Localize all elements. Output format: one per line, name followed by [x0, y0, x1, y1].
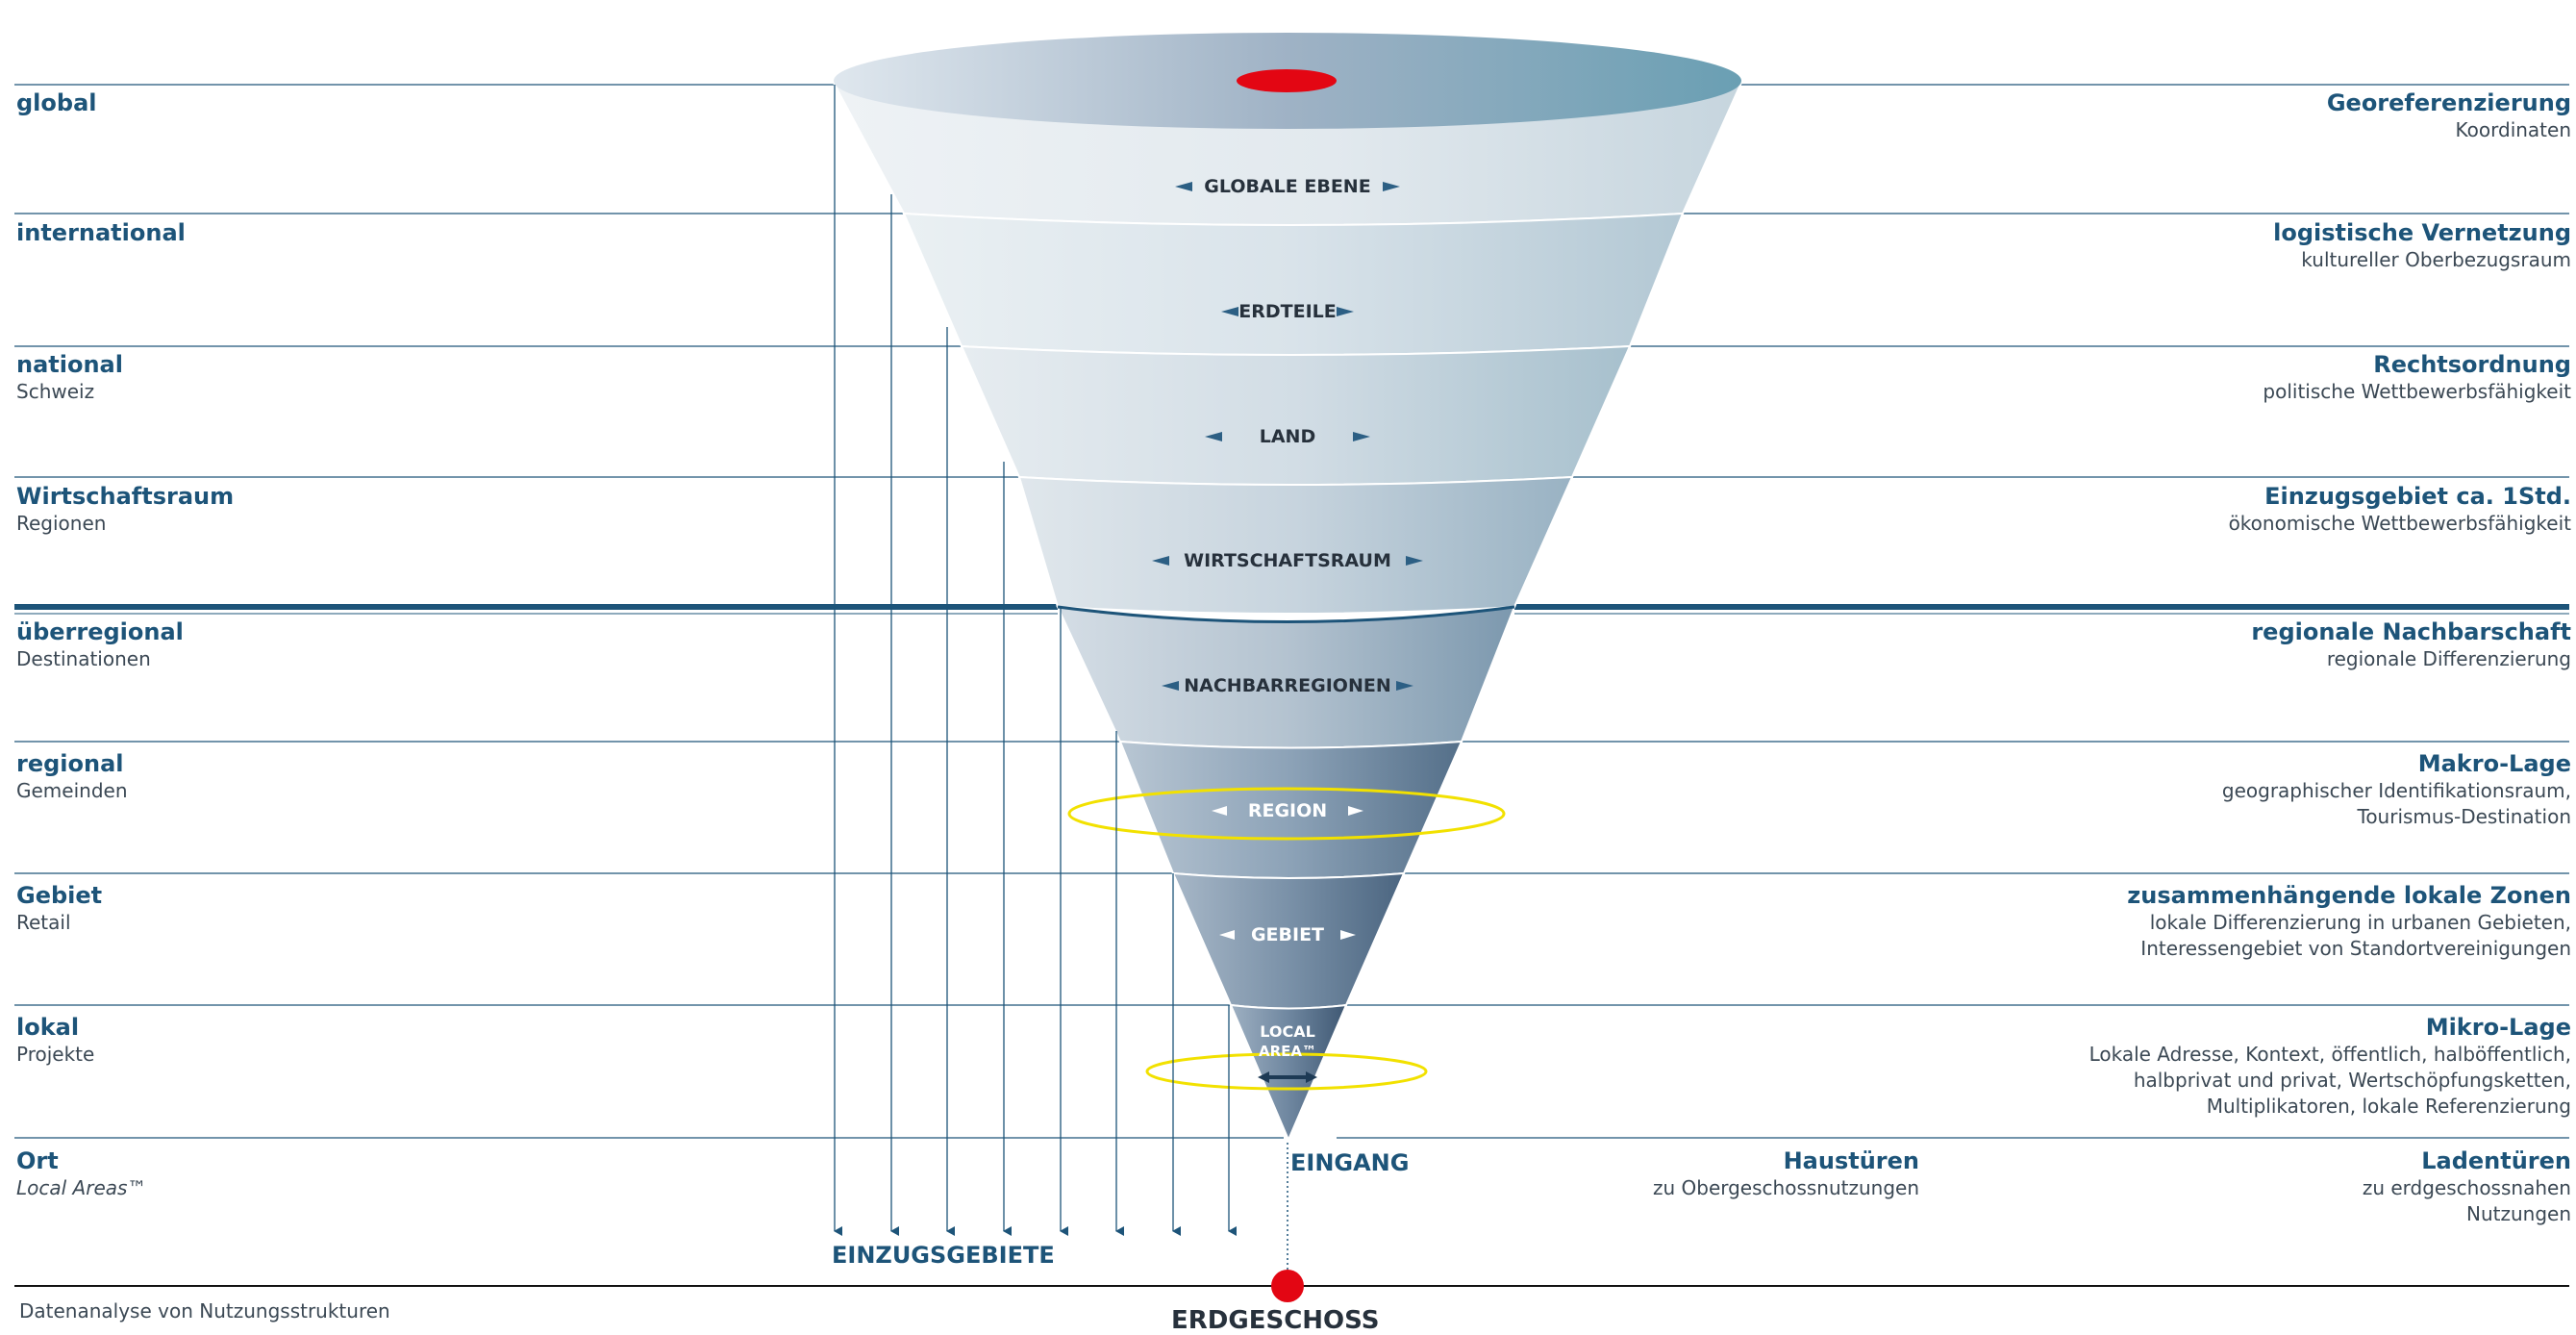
left-label-lokal: lokal Projekte [16, 1014, 95, 1066]
right-label-lokale-zonen: zusammenhängende lokale Zonen lokale Dif… [2127, 882, 2571, 960]
level-local: LOCAL [1260, 1022, 1315, 1041]
funnel-bands [833, 33, 1742, 1143]
right-label-mikro-lage: Mikro-Lage Lokale Adresse, Kontext, öffe… [2088, 1014, 2571, 1118]
left-label-international: international [16, 219, 186, 246]
right-label-ladentueren: Ladentüren zu erdgeschossnahen Nutzungen [2362, 1147, 2571, 1225]
level-arrows-light [1212, 806, 1363, 940]
footnote: Datenanalyse von Nutzungsstrukturen [19, 1299, 390, 1322]
left-label-global: global [16, 89, 97, 116]
einzugsgebiete-arrows [834, 85, 1237, 1236]
erdgeschoss-label: ERDGESCHOSS [1171, 1306, 1380, 1335]
local-area-double-arrow [1258, 1071, 1317, 1083]
right-label-regionale-nachbarschaft: regionale Nachbarschaft regionale Differ… [2251, 618, 2571, 670]
level-erdteile: ERDTEILE [1238, 301, 1336, 322]
left-label-national: national Schweiz [16, 351, 123, 403]
left-label-gebiet: Gebiet Retail [16, 882, 103, 934]
left-label-ueberregional: überregional Destinationen [16, 618, 184, 670]
level-arrows [1152, 182, 1423, 691]
eingang-label: EINGANG [1290, 1149, 1410, 1176]
ground-red-marker [1271, 1270, 1304, 1302]
right-label-einzugsgebiet: Einzugsgebiet ca. 1Std. ökonomische Wett… [2228, 483, 2571, 535]
level-globale-ebene: GLOBALE EBENE [1204, 176, 1370, 197]
right-label-georeferenzierung: Georeferenzierung Koordinaten [2326, 89, 2571, 141]
level-area: AREA™ [1259, 1043, 1316, 1060]
left-label-regional: regional Gemeinden [16, 750, 128, 802]
main-separator [14, 604, 2569, 615]
right-label-makro-lage: Makro-Lage geographischer Identifikation… [2221, 750, 2571, 828]
left-guide-lines [14, 84, 1284, 1139]
level-nachbarregionen: NACHBARREGIONEN [1184, 675, 1390, 696]
right-label-rechtsordnung: Rechtsordnung politische Wettbewerbsfähi… [2263, 351, 2571, 403]
right-label-logistische-vernetzung: logistische Vernetzung kultureller Oberb… [2273, 219, 2571, 271]
left-label-wirtschaftsraum: Wirtschaftsraum Regionen [16, 483, 235, 535]
einzugsgebiete-label: EINZUGSGEBIETE [832, 1242, 1055, 1269]
region-ring [1067, 787, 1506, 841]
haustueren-label: Haustüren zu Obergeschossnutzungen [1652, 1147, 1919, 1199]
top-red-marker [1237, 69, 1337, 92]
level-land: LAND [1260, 426, 1315, 447]
left-label-ort: Ort Local Areas™ [16, 1147, 147, 1199]
level-wirtschaftsraum: WIRTSCHAFTSRAUM [1184, 550, 1391, 571]
level-gebiet: GEBIET [1251, 924, 1324, 945]
right-guide-lines [1337, 84, 2569, 1139]
level-region: REGION [1248, 800, 1327, 821]
local-area-ring [1145, 1052, 1428, 1091]
